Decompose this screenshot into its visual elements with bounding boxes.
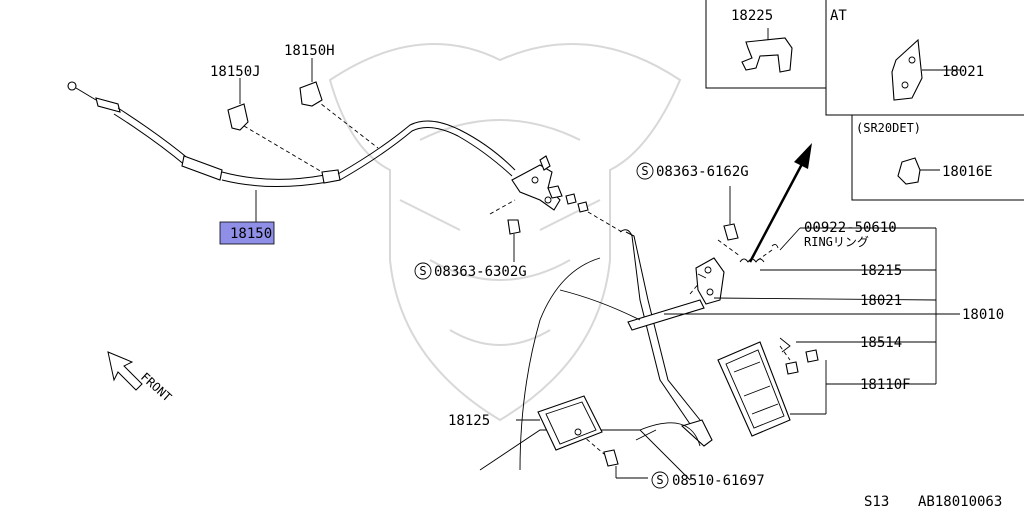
screw-08510-61697[interactable] [603,449,648,479]
svg-text:S: S [656,473,663,487]
s-marks: S S S [414,162,669,489]
clip-18225[interactable] [741,28,793,73]
stopper-18514[interactable] [779,337,791,353]
label-18021: 18021 [860,293,902,309]
front-label: FRONT [138,370,174,405]
label-ring: RINGリング [804,235,869,249]
svg-text:S: S [641,164,648,178]
part-labels: 18150 18150J 18150H 18225 AT 18021 (SR20… [210,8,1004,510]
floor-outline [479,257,701,481]
label-at: AT [830,8,847,24]
bolt-08363-6302g[interactable] [507,219,521,262]
svg-text:S: S [419,264,426,278]
label-08363-6302g: 08363-6302G [434,264,527,280]
label-08510-61697: 08510-61697 [672,473,765,489]
label-18125: 18125 [448,413,490,429]
label-18016e: 18016E [942,164,993,180]
accelerator-cable-18150[interactable] [67,81,516,188]
clip-18150j[interactable] [227,78,249,131]
label-18215: 18215 [860,263,902,279]
label-sr20det: (SR20DET) [856,121,921,135]
cable-hardware[interactable] [565,193,589,213]
clip-18150h[interactable] [299,58,323,107]
label-18150j: 18150J [210,64,261,80]
footer-code: AB18010063 [918,494,1002,510]
label-18021-inset: 18021 [942,64,984,80]
pedal-bracket-18021[interactable] [695,243,779,305]
pedal-pad-18110f[interactable] [717,341,819,437]
highlight-18150 [219,221,275,245]
bracket-18021-inset[interactable] [891,38,940,101]
label-18150h: 18150H [284,43,335,59]
clip-18016e[interactable] [897,157,940,185]
label-00922-50610: 00922-50610 [804,220,897,236]
watermark-emblem [328,43,682,422]
callout-leaders [255,69,960,421]
dashed-leaders [243,99,791,455]
inset-boxes [705,0,1024,201]
label-18010: 18010 [962,307,1004,323]
pedal-lever[interactable] [619,229,713,447]
footrest-18125[interactable] [537,395,603,451]
label-08363-6162g: 08363-6162G [656,164,749,180]
front-arrow: FRONT [107,351,174,405]
bolt-08363-6162g[interactable] [723,186,739,241]
cable-bracket[interactable] [511,155,563,211]
direction-arrow [748,143,812,263]
label-18150: 18150 [230,226,272,242]
label-18514: 18514 [860,335,902,351]
label-18225: 18225 [731,8,773,24]
label-18110f: 18110F [860,377,911,393]
footer-model: S13 [864,494,889,510]
